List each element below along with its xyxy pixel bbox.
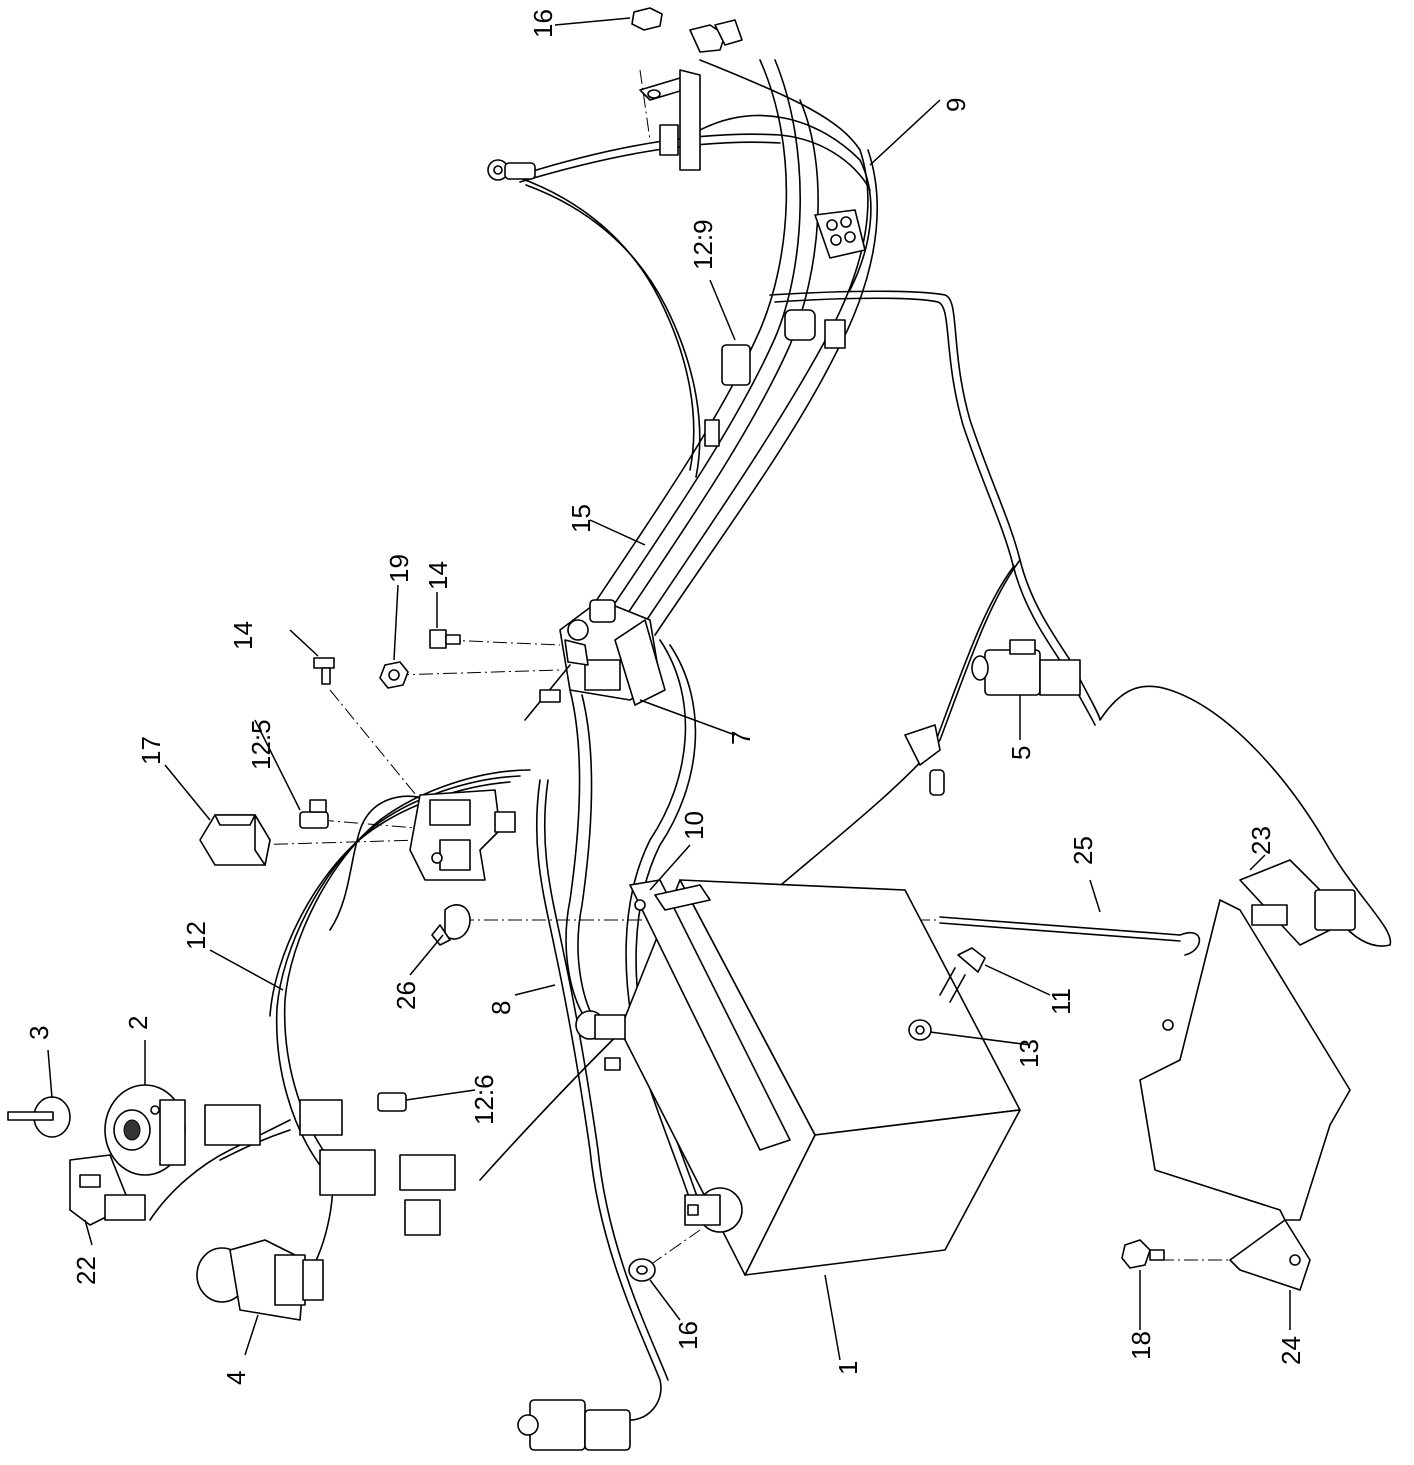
harness-connectors <box>204 1099 456 1236</box>
callout-18: 18 <box>1126 1331 1156 1360</box>
connector-23 <box>1239 859 1356 946</box>
callout-11: 11 <box>1046 988 1076 1015</box>
callout-4: 4 <box>221 1371 251 1385</box>
callout-23: 23 <box>1246 826 1276 855</box>
callout-labels: 16 9 12:9 15 19 14 14 7 5 17 12:5 10 25 … <box>24 9 1306 1385</box>
rod-25 <box>939 916 1201 956</box>
callout-16-bottom: 16 <box>673 1321 703 1350</box>
callout-15: 15 <box>566 504 596 533</box>
callout-7: 7 <box>726 731 756 745</box>
fuse-12-9 <box>704 344 751 447</box>
solenoid-7 <box>524 599 666 721</box>
callout-12: 12 <box>181 921 211 950</box>
callout-10: 10 <box>679 811 709 840</box>
screw-14-right <box>429 629 461 649</box>
callout-8: 8 <box>486 1001 516 1015</box>
bracket-24 <box>1139 899 1351 1291</box>
switch-22 <box>69 1154 146 1226</box>
callout-16-top: 16 <box>528 9 558 38</box>
callout-26: 26 <box>391 981 421 1010</box>
screw-14-left <box>313 657 335 685</box>
connector-block-9 <box>814 209 866 259</box>
nut-19 <box>379 661 409 689</box>
battery-1 <box>619 879 1021 1276</box>
callout-2: 2 <box>123 1016 153 1030</box>
leader-lines <box>47 17 1291 1361</box>
relay-17 <box>199 814 271 866</box>
callout-12-5: 12:5 <box>246 719 276 770</box>
relay-socket <box>409 789 516 881</box>
callout-5: 5 <box>1006 746 1036 760</box>
ring-terminal-bracket <box>659 19 743 171</box>
washer-13 <box>908 1019 932 1041</box>
callout-12-6: 12:6 <box>469 1074 499 1125</box>
screw-18 <box>1121 1239 1165 1269</box>
callout-13: 13 <box>1014 1039 1044 1068</box>
hold-down-10 <box>629 879 791 1151</box>
callout-12-9: 12:9 <box>688 219 718 270</box>
callout-14-right: 14 <box>423 561 453 590</box>
fuse-12-5 <box>299 799 329 829</box>
inline-connector <box>904 724 945 796</box>
callout-25: 25 <box>1068 836 1098 865</box>
battery-terminal-negative <box>684 1187 743 1233</box>
bolt-11 <box>939 947 986 1003</box>
callout-19: 19 <box>384 554 414 583</box>
clamp-upper <box>784 309 846 349</box>
fuse-12-6 <box>377 1092 407 1112</box>
pushbutton-4 <box>196 1239 324 1321</box>
callout-14-left: 14 <box>228 621 258 650</box>
callout-3: 3 <box>24 1026 54 1040</box>
key-3 <box>7 1096 71 1138</box>
switch-5 <box>971 639 1081 696</box>
key-switch-2 <box>104 1084 186 1176</box>
callout-22: 22 <box>71 1256 101 1285</box>
washer-16-bottom <box>628 1258 656 1282</box>
callout-1: 1 <box>833 1361 863 1375</box>
clip-26 <box>431 904 471 946</box>
callout-24: 24 <box>1276 1336 1306 1365</box>
battery-terminal-positive <box>575 1010 626 1071</box>
callout-9: 9 <box>941 98 971 112</box>
ring-terminal-left <box>487 159 536 181</box>
connector-bottom <box>517 1399 631 1451</box>
callout-17: 17 <box>136 736 166 765</box>
